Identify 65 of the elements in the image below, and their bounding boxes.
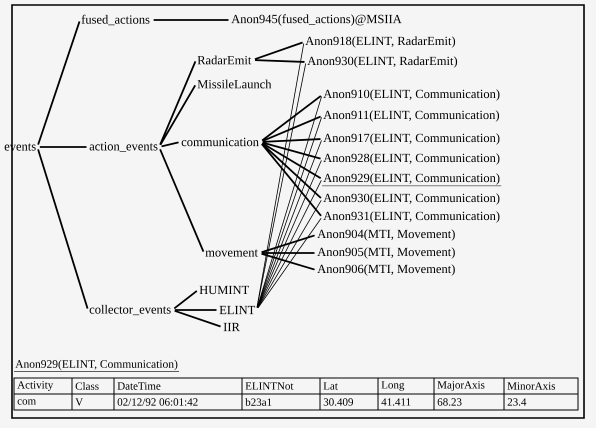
tree-label: Anon917(ELINT, Communication) bbox=[323, 133, 500, 145]
connector-line bbox=[261, 143, 322, 199]
connector-line bbox=[262, 116, 321, 142]
tree-label: Anon945(fused_actions)@MSIIA bbox=[231, 14, 402, 26]
table-cell: 68.23 bbox=[434, 394, 504, 410]
tree-label: RadarEmit bbox=[198, 56, 252, 64]
connector-line bbox=[254, 42, 303, 60]
connector-line bbox=[257, 200, 322, 308]
connector-line bbox=[159, 61, 196, 146]
table-cell: Lat bbox=[320, 378, 378, 394]
connector-line bbox=[174, 290, 198, 310]
table-cell: MinorAxis bbox=[504, 378, 578, 394]
connector-line bbox=[159, 148, 204, 252]
tree-label: Anon906(MTI, Movement) bbox=[317, 264, 455, 276]
selected-instance-label: Anon929(ELINT, Communication) bbox=[14, 360, 180, 372]
tree-label: Anon931(ELINT, Communication) bbox=[323, 211, 500, 223]
tree-label: collector_events bbox=[90, 304, 171, 316]
tree-label: ELINT bbox=[220, 306, 256, 314]
connector-line bbox=[262, 252, 314, 254]
tree-label: Anon911(ELINT, Communication) bbox=[323, 110, 500, 122]
connector-line bbox=[262, 138, 321, 143]
connector-line bbox=[258, 218, 322, 308]
connector-line bbox=[261, 252, 315, 270]
tree-label: MissileLaunch bbox=[198, 80, 272, 88]
connector-line bbox=[262, 142, 321, 160]
connector-line bbox=[262, 95, 322, 142]
table-cell: 41.411 bbox=[378, 394, 434, 410]
connector-line bbox=[261, 143, 322, 216]
connector-line bbox=[160, 84, 196, 146]
table-cell: Class bbox=[72, 378, 114, 394]
connector-line bbox=[161, 141, 179, 148]
table-cell: b23a1 bbox=[242, 394, 320, 410]
table-cell: DateTime bbox=[114, 378, 242, 394]
connector-line bbox=[37, 21, 80, 145]
connector-line bbox=[174, 309, 216, 311]
connector-line bbox=[40, 146, 86, 148]
table-cell: MajorAxis bbox=[434, 378, 504, 394]
tree-label: fused_actions bbox=[82, 14, 150, 26]
table-cell: 02/12/92 06:01:42 bbox=[114, 394, 242, 410]
tree-label: Anon910(ELINT, Communication) bbox=[323, 89, 500, 101]
tree-label: HUMINT bbox=[200, 286, 249, 294]
connector-line bbox=[154, 19, 228, 21]
table-cell: Long bbox=[378, 378, 434, 394]
connector-line bbox=[261, 234, 315, 254]
table-cell: ELINTNot bbox=[242, 378, 320, 394]
table-cell: 23.4 bbox=[504, 394, 578, 410]
tree-label: Anon918(ELINT, RadarEmit) bbox=[305, 36, 456, 48]
table-cell: Activity bbox=[14, 378, 72, 394]
tree-label: communication bbox=[182, 138, 259, 146]
tree-label: Anon930(ELINT, RadarEmit) bbox=[307, 56, 458, 68]
connector-line bbox=[174, 310, 221, 328]
connector-line bbox=[262, 142, 322, 179]
tree-label: Anon928(ELINT, Communication) bbox=[323, 153, 500, 165]
tree-label: movement bbox=[205, 249, 258, 257]
connector-line bbox=[255, 59, 305, 63]
tree-label: Anon930(ELINT, Communication) bbox=[323, 193, 500, 205]
connector-line bbox=[37, 149, 88, 309]
tree-label: Anon905(MTI, Movement) bbox=[317, 247, 455, 259]
tree-label: IIR bbox=[224, 322, 240, 332]
table-cell: 30.409 bbox=[320, 394, 378, 410]
table-cell: com bbox=[14, 394, 72, 410]
underlined-tree-label: Anon929(ELINT, Communication) bbox=[322, 173, 502, 186]
tree-label: action_events bbox=[90, 142, 158, 152]
table-cell: V bbox=[72, 394, 114, 410]
tree-label: Anon904(MTI, Movement) bbox=[317, 229, 455, 241]
